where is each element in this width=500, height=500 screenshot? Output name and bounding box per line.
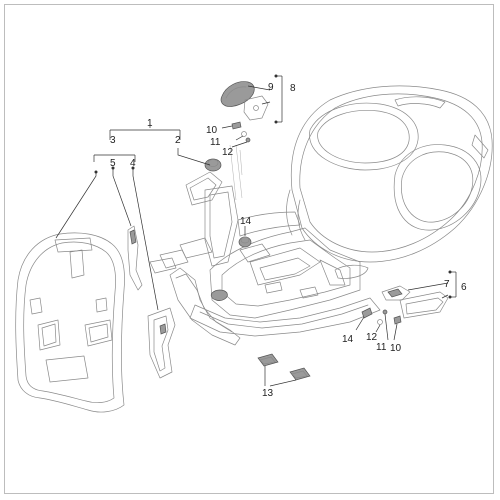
part-4-plate (147, 307, 176, 379)
label-14-center: 14 (240, 216, 252, 227)
label-12-upper: 12 (222, 147, 234, 158)
label-6: 6 (461, 282, 467, 293)
part-13-pads (257, 353, 311, 381)
part-8-cover (220, 81, 255, 107)
label-7: 7 (444, 279, 450, 290)
label-11-upper: 11 (210, 137, 221, 148)
part-6-step-plate (399, 291, 449, 319)
label-8: 8 (290, 83, 296, 94)
part-14-cap-center (238, 236, 252, 248)
part-9-bracket (243, 95, 269, 121)
label-4: 4 (130, 158, 136, 169)
label-10-lower: 10 (390, 343, 402, 354)
label-3: 3 (110, 135, 116, 146)
body-frame (149, 85, 493, 346)
part-2-grommet (204, 158, 222, 172)
label-9: 9 (268, 82, 274, 93)
label-10-upper: 10 (206, 125, 218, 136)
label-14-lower: 14 (342, 334, 354, 345)
part-7-step-bracket (381, 285, 411, 301)
label-11-lower: 11 (376, 342, 387, 353)
fasteners-lower (361, 307, 402, 325)
front-leg-shield (15, 232, 125, 413)
label-5: 5 (110, 158, 116, 169)
part-5-bracket (127, 225, 143, 291)
fasteners-upper (231, 121, 251, 143)
label-2: 2 (175, 135, 181, 146)
label-12-lower: 12 (366, 332, 378, 343)
leader-lines (55, 74, 457, 387)
label-1: 1 (147, 118, 153, 129)
label-13: 13 (262, 388, 274, 399)
